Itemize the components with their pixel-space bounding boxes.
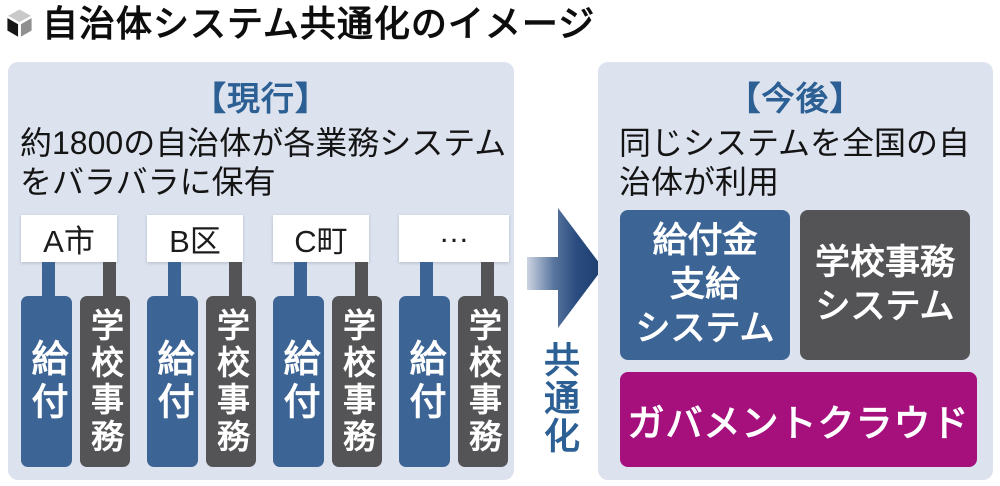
municipality-group-b: B区 給付 学校事務 <box>147 215 256 467</box>
right-arrow-icon <box>527 208 603 328</box>
connector-gray <box>481 262 494 297</box>
future-panel: 【今後】 同じシステムを全国の自治体が利用 給付金 支給 システム 学校事務 シ… <box>598 62 993 480</box>
connector-gray <box>229 262 242 297</box>
benefit-system-bar: 給付 <box>21 296 72 467</box>
municipality-label: … <box>399 214 509 262</box>
connector-blue <box>168 262 181 297</box>
connector-blue <box>420 262 433 297</box>
future-header: 【今後】 <box>727 80 864 117</box>
benefit-payment-system-box: 給付金 支給 システム <box>620 210 790 360</box>
school-system-bar: 学校事務 <box>80 296 130 467</box>
current-header: 【現行】 <box>193 80 329 117</box>
school-system-bar: 学校事務 <box>332 296 382 467</box>
school-system-bar: 学校事務 <box>458 296 508 467</box>
municipality-groups: A市 給付 学校事務 B区 給付 学校事務 C町 <box>21 214 509 467</box>
municipality-group-c: C町 給付 学校事務 <box>273 215 382 467</box>
connector-blue <box>294 262 307 297</box>
municipality-label: C町 <box>273 215 369 262</box>
benefit-system-bar: 給付 <box>273 296 324 467</box>
page-title: 自治体システム共通化のイメージ <box>42 3 596 44</box>
municipality-label: A市 <box>21 215 117 262</box>
cube-icon <box>5 8 34 39</box>
current-description: 約1800の自治体が各業務システムをバラバラに保有 <box>20 125 507 200</box>
current-panel: 【現行】 約1800の自治体が各業務システムをバラバラに保有 A市 給付 学校事… <box>8 62 514 480</box>
municipality-group-a: A市 給付 学校事務 <box>21 215 130 467</box>
connector-gray <box>103 262 116 297</box>
benefit-system-bar: 給付 <box>147 296 198 467</box>
school-admin-system-box: 学校事務 システム <box>800 210 970 360</box>
municipality-group-others: … 給付 学校事務 <box>399 214 509 467</box>
connector-blue <box>42 262 55 297</box>
school-system-bar: 学校事務 <box>206 296 256 467</box>
benefit-system-bar: 給付 <box>399 296 450 467</box>
transition-label: 共通化 <box>539 341 580 455</box>
government-cloud-box: ガバメントクラウド <box>620 372 977 467</box>
municipality-label: B区 <box>147 215 243 262</box>
connector-gray <box>355 262 368 297</box>
future-description: 同じシステムを全国の自治体が利用 <box>619 125 971 200</box>
title-bar: 自治体システム共通化のイメージ <box>5 4 595 44</box>
